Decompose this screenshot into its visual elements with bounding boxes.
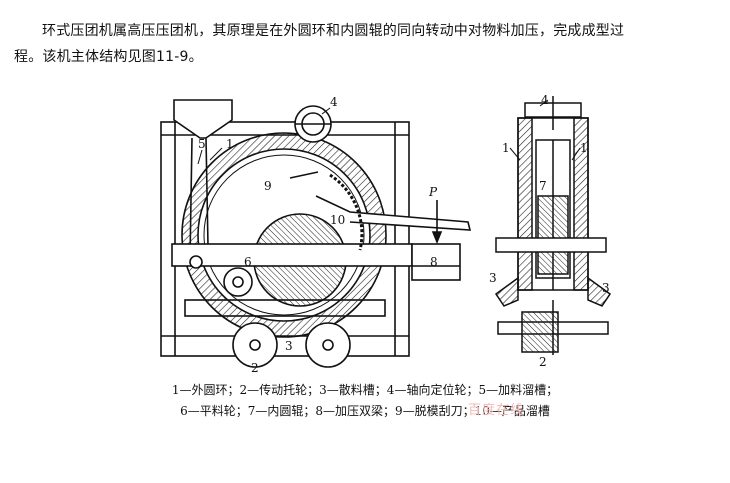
label-side-2: 2 bbox=[539, 355, 547, 369]
side-view bbox=[494, 96, 612, 355]
feed-hopper bbox=[173, 99, 233, 139]
drive-roller-right bbox=[305, 322, 351, 368]
intro-line-2: 程。该机主体结构见图11-9。 bbox=[14, 49, 203, 65]
label-4: 4 bbox=[330, 95, 338, 109]
label-side-1b: 1 bbox=[580, 141, 588, 155]
caption-line-2: 6—平料轮；7—内圆辊；8—加压双梁；9—脱模刮刀；10—产品溜槽 bbox=[180, 404, 550, 418]
caption-line-1: 1—外圆环；2—传动托轮；3—散料槽；4—轴向定位轮；5—加料溜槽； bbox=[171, 383, 559, 397]
label-side-7: 7 bbox=[539, 179, 547, 193]
intro-line-1: 环式压团机属高压压团机，其原理是在外圆环和内圆辊的同向转动中对物料加压，完成成型… bbox=[42, 23, 625, 39]
label-6: 6 bbox=[244, 255, 252, 269]
label-9: 9 bbox=[264, 179, 272, 193]
label-10: 10 bbox=[330, 213, 345, 227]
label-3: 3 bbox=[285, 339, 293, 353]
label-side-1a: 1 bbox=[502, 141, 510, 155]
label-p: P bbox=[428, 185, 438, 199]
label-1: 1 bbox=[226, 137, 234, 151]
label-side-3a: 3 bbox=[489, 271, 497, 285]
watermark: 百度在线 bbox=[468, 403, 525, 418]
label-2a: 2 bbox=[251, 361, 259, 375]
label-5: 5 bbox=[198, 137, 206, 151]
press-beam bbox=[171, 243, 413, 267]
intro-paragraph: 环式压团机属高压压团机，其原理是在外圆环和内圆辊的同向转动中对物料加压，完成成型… bbox=[14, 18, 719, 70]
label-8: 8 bbox=[430, 255, 438, 269]
front-view bbox=[160, 99, 472, 368]
label-side-4: 4 bbox=[541, 93, 549, 107]
label-side-3b: 3 bbox=[602, 281, 610, 295]
frame-outline bbox=[160, 121, 410, 357]
drive-roller-left bbox=[232, 322, 278, 368]
